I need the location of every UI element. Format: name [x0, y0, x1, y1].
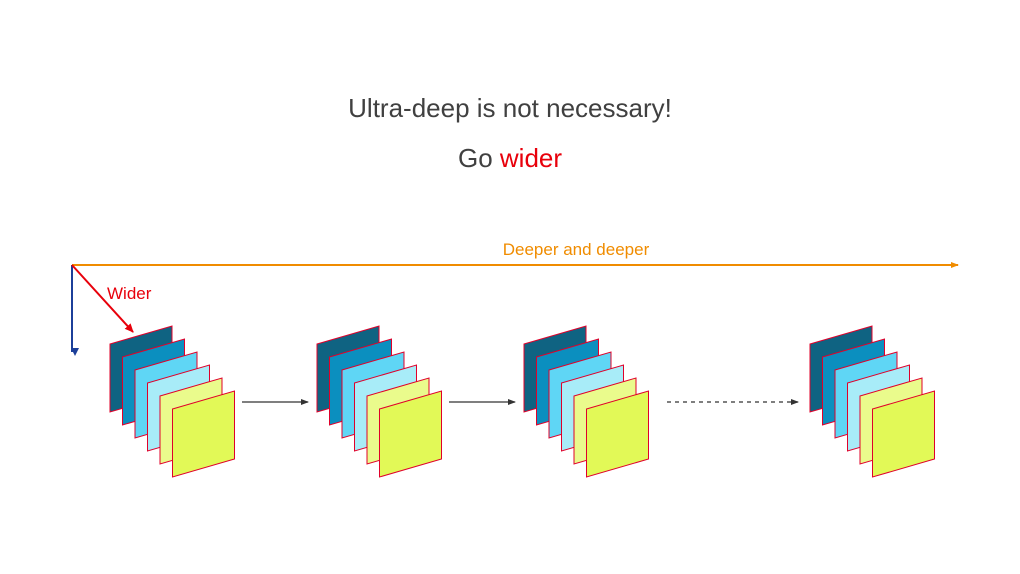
layer-plane	[872, 390, 935, 478]
layer-plane	[172, 390, 235, 478]
layer-stack-3	[523, 325, 649, 478]
layer-stack-4	[809, 325, 935, 478]
width-axis-label: Wider	[107, 284, 152, 303]
layer-stack-2	[316, 325, 442, 478]
layer-stack-1	[109, 325, 235, 478]
width-axis-arrow	[71, 264, 134, 333]
subtitle-prefix: Go	[457, 143, 500, 173]
layer-plane	[586, 390, 649, 478]
subtitle-highlight: wider	[499, 143, 563, 173]
layer-stacks	[109, 325, 935, 478]
slide-title: Ultra-deep is not necessary!	[348, 93, 672, 123]
layer-plane	[379, 390, 442, 478]
depth-axis-label: Deeper and deeper	[503, 240, 650, 259]
slide-subtitle: Go wider	[0, 142, 1020, 174]
